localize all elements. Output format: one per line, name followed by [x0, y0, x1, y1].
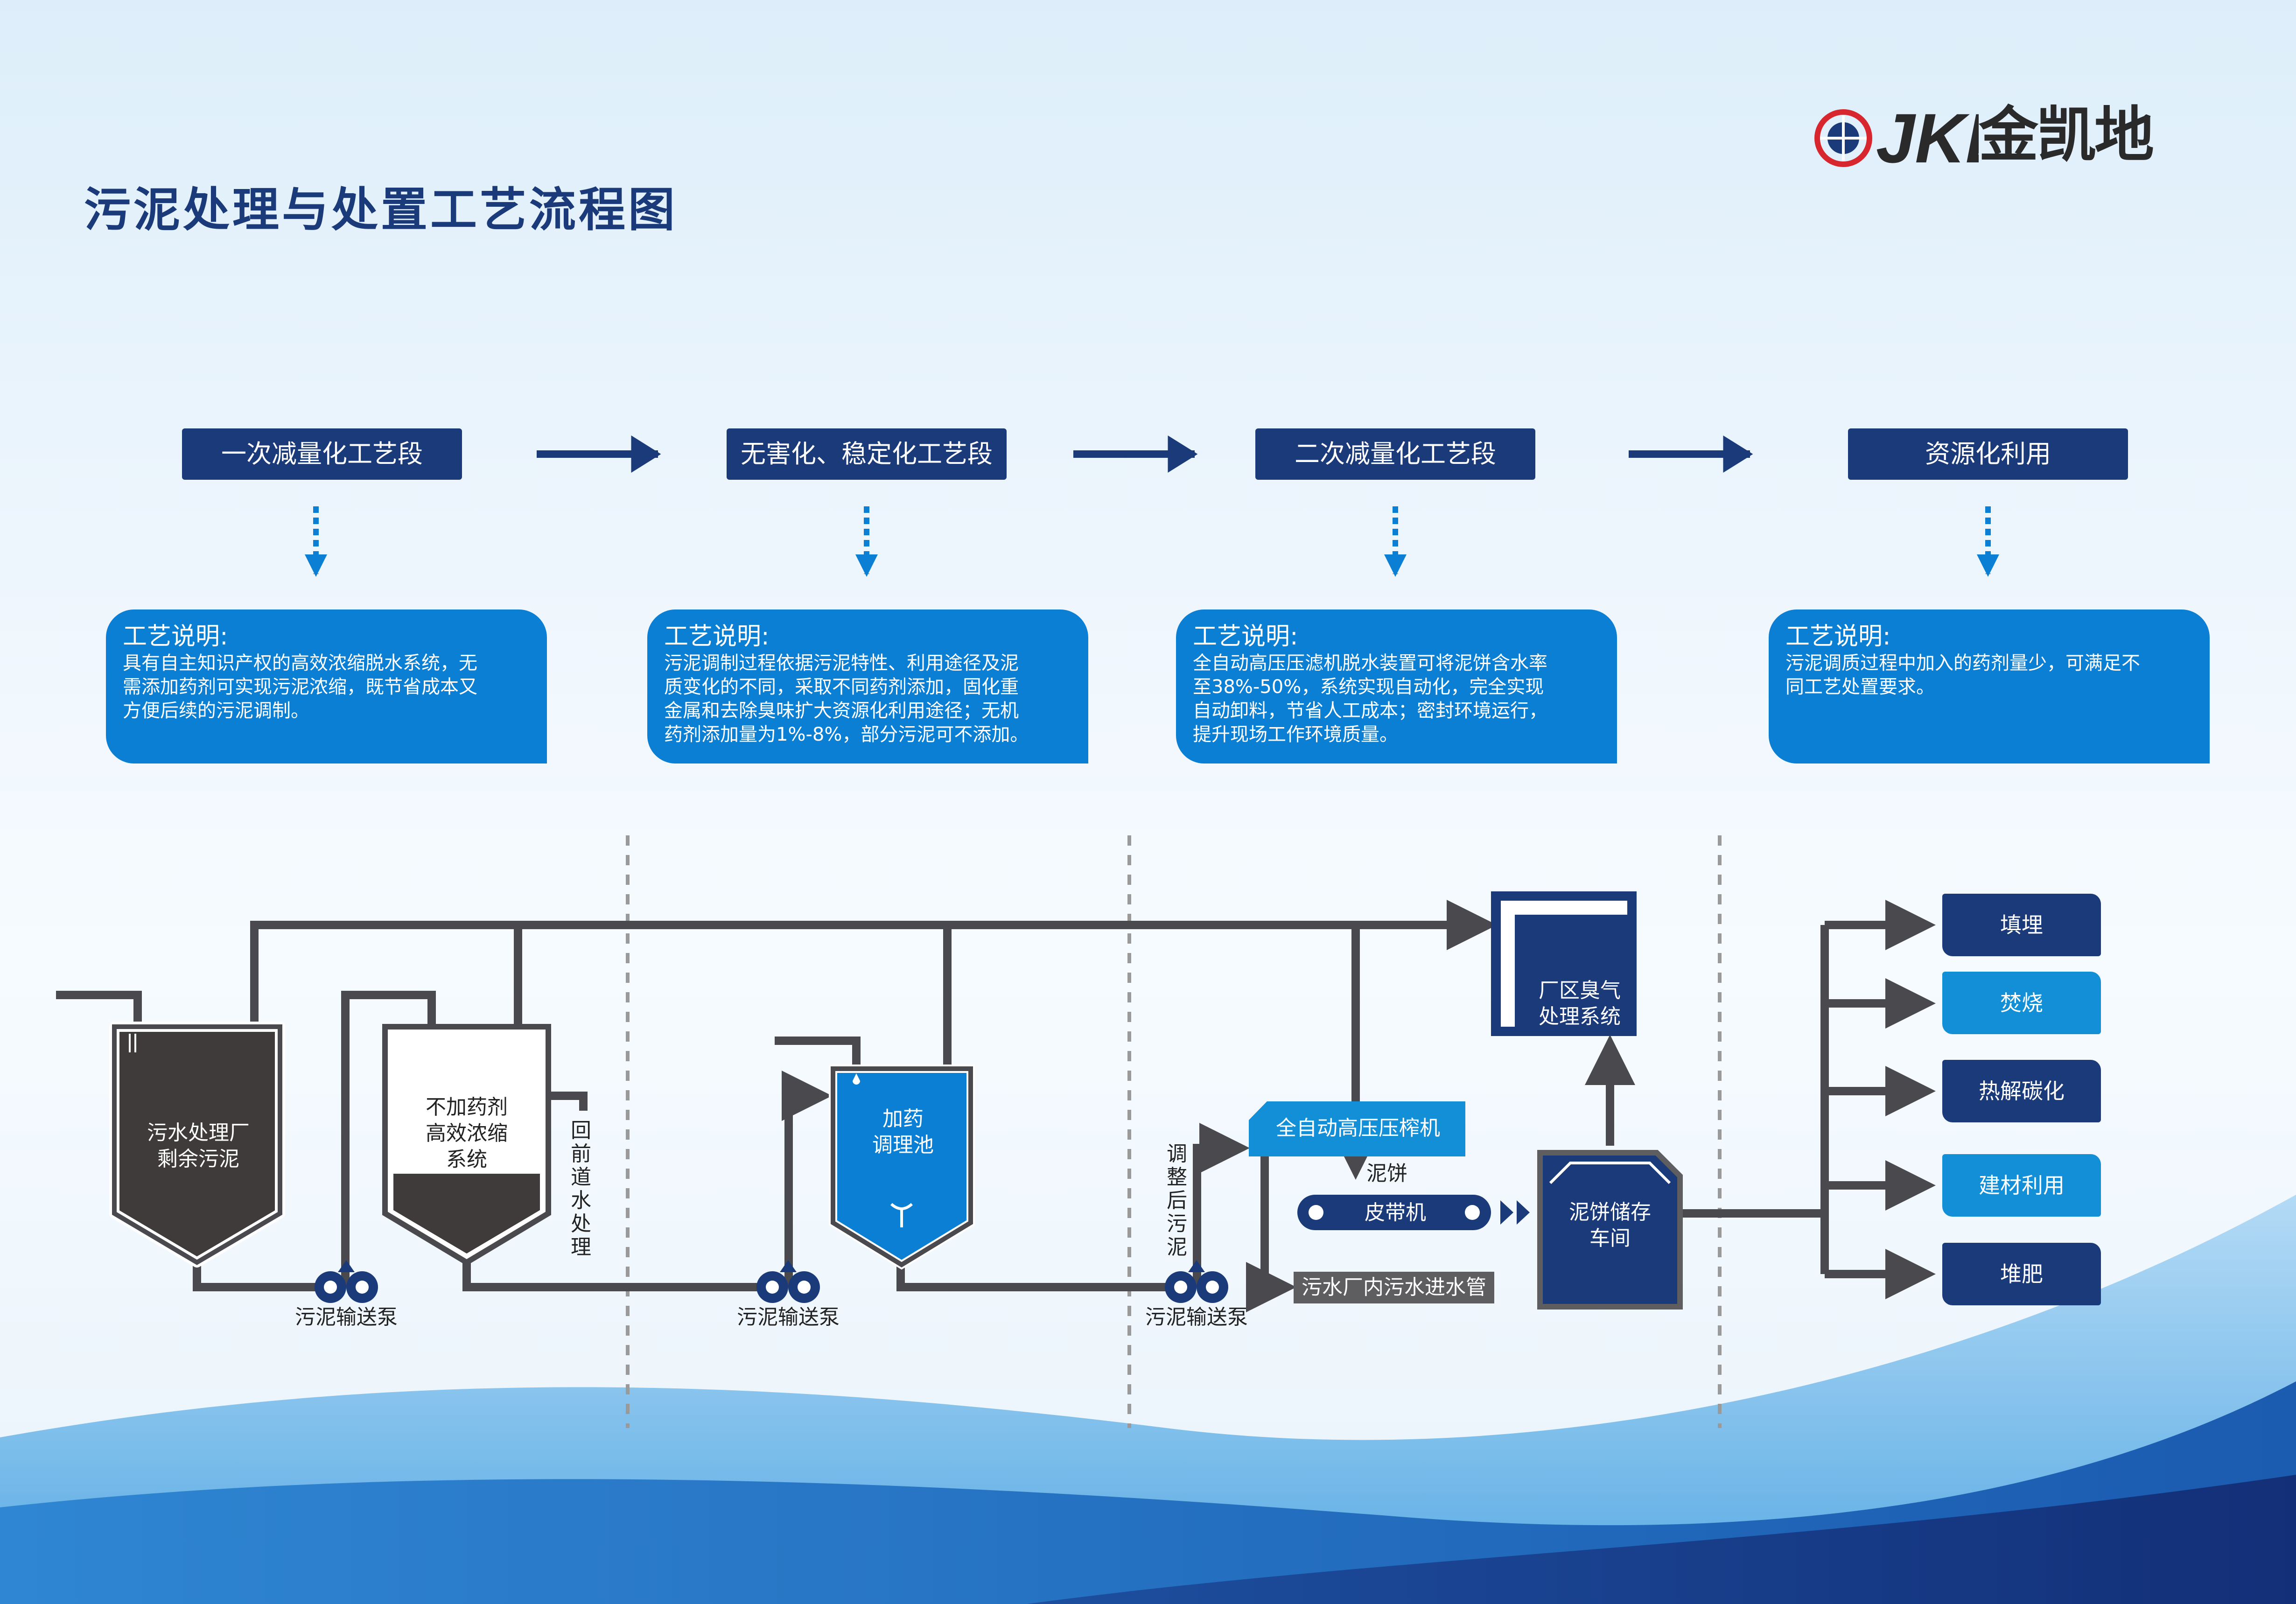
outlet-compost: 堆肥 [1942, 1243, 2101, 1305]
note-line: 至38%-50%，系统实现自动化，完全实现 [1193, 676, 1544, 698]
tank-3-label: 加药 调理池 [872, 1107, 934, 1157]
cake-label: 泥饼 [1366, 1162, 1407, 1185]
stage-3-header: 二次减量化工艺段 [1255, 428, 1535, 480]
note-line: 需添加药剂可实现污泥浓缩，既节省成本又 [123, 676, 477, 698]
stage-4-note: 工艺说明: 污泥调质过程中加入的药剂量少，可满足不 同工艺处置要求。 [1769, 609, 2210, 763]
note-title: 工艺说明: [1193, 623, 1298, 651]
odor-treatment-box [1491, 891, 1637, 1036]
belt-conveyor [1297, 1195, 1530, 1230]
note-line: 金属和去除臭味扩大资源化利用途径；无机 [664, 700, 1019, 721]
pump-icon [315, 1260, 378, 1303]
odor-label: 厂区臭气 处理系统 [1539, 979, 1621, 1029]
note-line: 药剂添加量为1%-8%，部分污泥可不添加。 [664, 724, 1029, 745]
stage-2-header: 无害化、稳定化工艺段 [727, 428, 1007, 480]
conditioning-tank [829, 1065, 975, 1270]
tank-2-label: 不加药剂 高效浓缩 系统 [426, 1095, 508, 1171]
down-arrows [305, 506, 1999, 577]
inlet-pipe-label: 污水厂内污水进水管 [1302, 1275, 1486, 1299]
inlet-pipe-box [1294, 1272, 1494, 1303]
note-line: 自动卸料，节省人工成本；密封环境运行， [1193, 700, 1547, 721]
page-title: 污泥处理与处置工艺流程图 [84, 182, 678, 237]
outlet-landfill: 填埋 [1942, 894, 2101, 956]
note-line: 污泥调制过程依据污泥特性、利用途径及泥 [664, 652, 1019, 674]
pump-label: 污泥输送泵 [1145, 1305, 1248, 1329]
note-line: 提升现场工作环境质量。 [1193, 724, 1398, 745]
note-line: 质变化的不同，采取不同药剂添加，固化重 [664, 676, 1019, 698]
pipes [56, 900, 1936, 1312]
filter-press-label: 全自动高压压榨机 [1276, 1116, 1440, 1140]
stage-1-header: 一次减量化工艺段 [182, 428, 462, 480]
pump-label: 污泥输送泵 [295, 1305, 398, 1329]
mixer-icon [890, 1203, 913, 1227]
adjusted-sludge-label: 调整后污泥 [1167, 1142, 1187, 1259]
stage-dividers [626, 835, 1722, 1428]
pump-icon [1165, 1260, 1228, 1303]
sludge-tank-1 [109, 1022, 285, 1268]
brand-name: 金凯地 [1979, 100, 2154, 170]
note-title: 工艺说明: [1785, 623, 1891, 651]
note-line: 具有自主知识产权的高效浓缩脱水系统，无 [123, 652, 477, 674]
tank-1-label: 污水处理厂 剩余污泥 [147, 1121, 250, 1171]
note-title: 工艺说明: [664, 623, 770, 651]
brand-logo: JKD 金凯地 [1811, 97, 2198, 177]
outlet-incineration: 焚烧 [1942, 972, 2101, 1034]
note-line: 全自动高压压滤机脱水装置可将泥饼含水率 [1193, 652, 1547, 674]
note-line: 同工艺处置要求。 [1785, 676, 1935, 698]
note-line: 方便后续的污泥调制。 [123, 700, 309, 721]
stage-2-note: 工艺说明: 污泥调制过程依据污泥特性、利用途径及泥 质变化的不同，采取不同药剂添… [647, 609, 1088, 763]
stage-1-note: 工艺说明: 具有自主知识产权的高效浓缩脱水系统，无 需添加药剂可实现污泥浓缩，既… [106, 609, 547, 763]
note-line: 污泥调质过程中加入的药剂量少，可满足不 [1785, 652, 2140, 674]
cake-storage-building [1537, 1150, 1683, 1310]
outlet-pyrolysis: 热解碳化 [1942, 1060, 2101, 1122]
pump-label: 污泥输送泵 [737, 1305, 840, 1329]
filter-press-box [1249, 1101, 1465, 1156]
storage-label: 泥饼储存 车间 [1569, 1200, 1651, 1250]
note-title: 工艺说明: [123, 623, 228, 651]
stage-3-note: 工艺说明: 全自动高压压滤机脱水装置可将泥饼含水率 至38%-50%，系统实现自… [1176, 609, 1617, 763]
pump-icon [756, 1260, 820, 1303]
stage-4-header: 资源化利用 [1848, 428, 2128, 480]
belt-label: 皮带机 [1365, 1201, 1426, 1225]
thickening-tank [382, 1024, 551, 1266]
return-label: 回前道水处理 [571, 1119, 591, 1259]
outlet-building-materials: 建材利用 [1942, 1154, 2101, 1217]
